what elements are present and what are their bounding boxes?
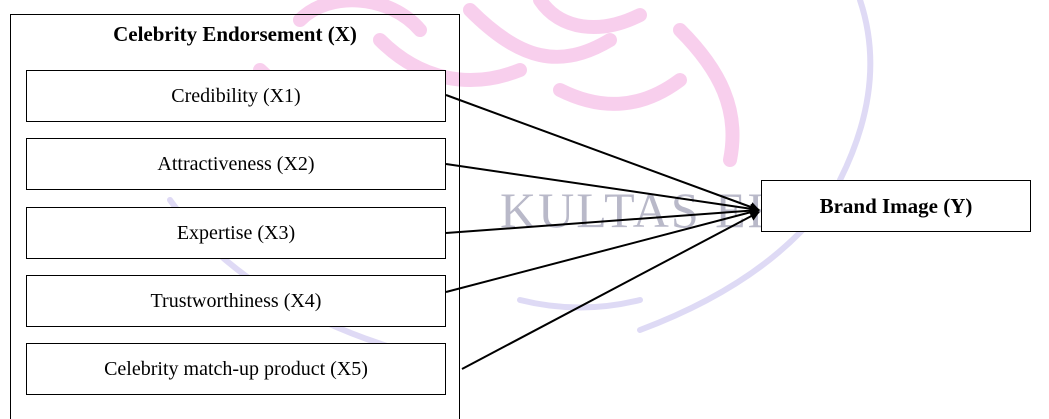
node-celebrity-match-up: Celebrity match-up product (X5) [26,343,446,395]
endorsement-group-box [10,14,460,419]
node-label: Celebrity match-up product (X5) [104,357,368,380]
node-attractiveness: Attractiveness (X2) [26,138,446,190]
node-label: Expertise (X3) [176,221,296,244]
arrow-x2 [445,163,760,214]
target-label: Brand Image (Y) [819,193,973,218]
node-expertise: Expertise (X3) [26,207,446,259]
arrow-x5 [461,211,760,370]
node-label: Credibility (X1) [171,84,301,107]
group-title: Celebrity Endorsement (X) [113,22,357,46]
arrow-x1 [445,94,760,212]
arrow-x4 [445,207,760,293]
arrow-x3 [445,205,760,234]
node-trustworthiness: Trustworthiness (X4) [26,275,446,327]
node-brand-image: Brand Image (Y) [761,180,1031,232]
node-credibility: Credibility (X1) [26,70,446,122]
node-label: Attractiveness (X2) [157,152,315,175]
node-label: Trustworthiness (X4) [150,289,322,312]
